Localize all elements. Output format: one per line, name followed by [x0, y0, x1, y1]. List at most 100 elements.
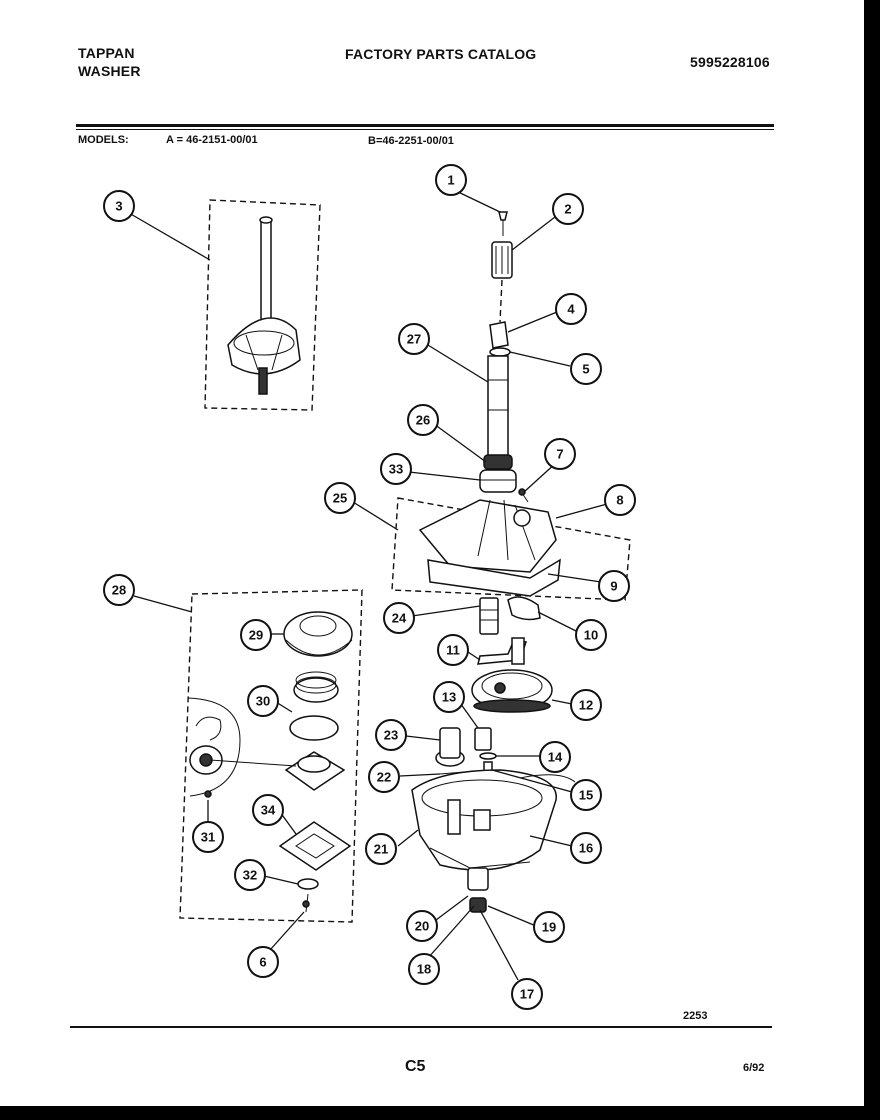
- callout-2: 2: [552, 193, 584, 225]
- footer-rule: [70, 1026, 772, 1028]
- callout-11: 11: [437, 634, 469, 666]
- svg-text:27: 27: [407, 332, 421, 347]
- svg-text:12: 12: [579, 698, 593, 713]
- callout-24: 24: [383, 602, 415, 634]
- date-code: 6/92: [743, 1062, 765, 1074]
- brand-line-1: TAPPAN: [78, 45, 135, 61]
- part-27-shaft: [487, 355, 509, 457]
- callout-10: 10: [575, 619, 607, 651]
- callout-29: 29: [240, 619, 272, 651]
- catalog-title: FACTORY PARTS CATALOG: [345, 46, 537, 62]
- part-1-screw: [498, 211, 508, 236]
- part-25-transmission-cover: [418, 499, 561, 597]
- callout-16: 16: [570, 832, 602, 864]
- part-10-cam: [507, 596, 541, 621]
- callout-27: 27: [398, 323, 430, 355]
- svg-text:15: 15: [579, 788, 593, 803]
- part-31-nut: [204, 790, 212, 798]
- part-3-drive-assembly: [227, 216, 301, 395]
- callout-26: 26: [407, 404, 439, 436]
- svg-text:17: 17: [520, 987, 534, 1002]
- svg-text:3: 3: [115, 199, 122, 214]
- callout-17: 17: [511, 978, 543, 1010]
- svg-text:20: 20: [415, 919, 429, 934]
- header-rule: [76, 124, 774, 127]
- part-6-screw: [302, 893, 310, 913]
- part-retaining-ring: [195, 716, 222, 741]
- group-box-28: [179, 589, 363, 923]
- svg-text:32: 32: [243, 868, 257, 883]
- callout-15: 15: [570, 779, 602, 811]
- part-32-washer: [297, 878, 319, 890]
- callout-6: 6: [247, 946, 279, 978]
- svg-text:1: 1: [447, 173, 454, 188]
- svg-text:6: 6: [259, 955, 266, 970]
- callout-14: 14: [539, 741, 571, 773]
- svg-text:21: 21: [374, 842, 388, 857]
- part-23-gear: [435, 727, 465, 767]
- svg-text:7: 7: [556, 447, 563, 462]
- svg-text:34: 34: [261, 803, 276, 818]
- svg-text:25: 25: [333, 491, 347, 506]
- models-label: MODELS:: [78, 134, 129, 146]
- diagram-number: 2253: [683, 1010, 708, 1022]
- part-2-bearing: [491, 241, 513, 279]
- page-code: C5: [405, 1058, 426, 1075]
- svg-text:19: 19: [542, 920, 556, 935]
- callout-28: 28: [103, 574, 135, 606]
- callout-23: 23: [375, 719, 407, 751]
- svg-text:5: 5: [582, 362, 589, 377]
- callout-18: 18: [408, 953, 440, 985]
- inset-arc: [187, 697, 241, 797]
- svg-text:31: 31: [201, 830, 215, 845]
- part-24-pinion: [479, 597, 499, 635]
- callout-21: 21: [365, 833, 397, 865]
- svg-text:9: 9: [610, 579, 617, 594]
- svg-text:13: 13: [442, 690, 456, 705]
- callout-19: 19: [533, 911, 565, 943]
- callout-30: 30: [247, 685, 279, 717]
- group-box-25: [391, 497, 631, 601]
- svg-text:23: 23: [384, 728, 398, 743]
- part-34-gasket: [278, 821, 352, 871]
- header-rule-thin: [76, 129, 774, 130]
- svg-text:29: 29: [249, 628, 263, 643]
- callout-25: 25: [324, 482, 356, 514]
- svg-text:24: 24: [392, 611, 407, 626]
- svg-text:18: 18: [417, 962, 431, 977]
- callout-12: 12: [570, 689, 602, 721]
- part-11-crank: [477, 637, 527, 665]
- catalog-number: 5995228106: [690, 54, 770, 70]
- svg-text:11: 11: [446, 643, 460, 658]
- callout-33: 33: [380, 453, 412, 485]
- part-13-pinion: [474, 727, 492, 751]
- callout-32: 32: [234, 859, 266, 891]
- svg-text:10: 10: [584, 628, 598, 643]
- part-bearing-housing: [284, 751, 346, 791]
- callout-13: 13: [433, 681, 465, 713]
- svg-text:4: 4: [567, 302, 575, 317]
- part-29-seal-ring: [283, 611, 353, 657]
- svg-text:26: 26: [416, 413, 430, 428]
- group-box-3: [204, 199, 321, 411]
- part-17-coupling: [469, 897, 487, 913]
- callout-9: 9: [598, 570, 630, 602]
- part-7-screw: [518, 488, 529, 503]
- callout-8: 8: [604, 484, 636, 516]
- svg-text:28: 28: [112, 583, 126, 598]
- part-21-gearcase: [411, 769, 576, 871]
- part-19-seal: [467, 867, 489, 891]
- svg-text:2: 2: [564, 202, 571, 217]
- callout-5: 5: [570, 353, 602, 385]
- part-14-washer: [479, 752, 497, 760]
- part-bearing: [189, 745, 223, 775]
- part-30-spring-seal: [289, 671, 339, 741]
- part-4-seal: [489, 321, 509, 349]
- callout-31: 31: [192, 821, 224, 853]
- model-a: A = 46-2151-00/01: [166, 134, 258, 146]
- part-5-ring: [489, 347, 511, 357]
- svg-text:16: 16: [579, 841, 593, 856]
- part-26-bearing: [483, 454, 513, 470]
- brand-line-2: WASHER: [78, 63, 141, 79]
